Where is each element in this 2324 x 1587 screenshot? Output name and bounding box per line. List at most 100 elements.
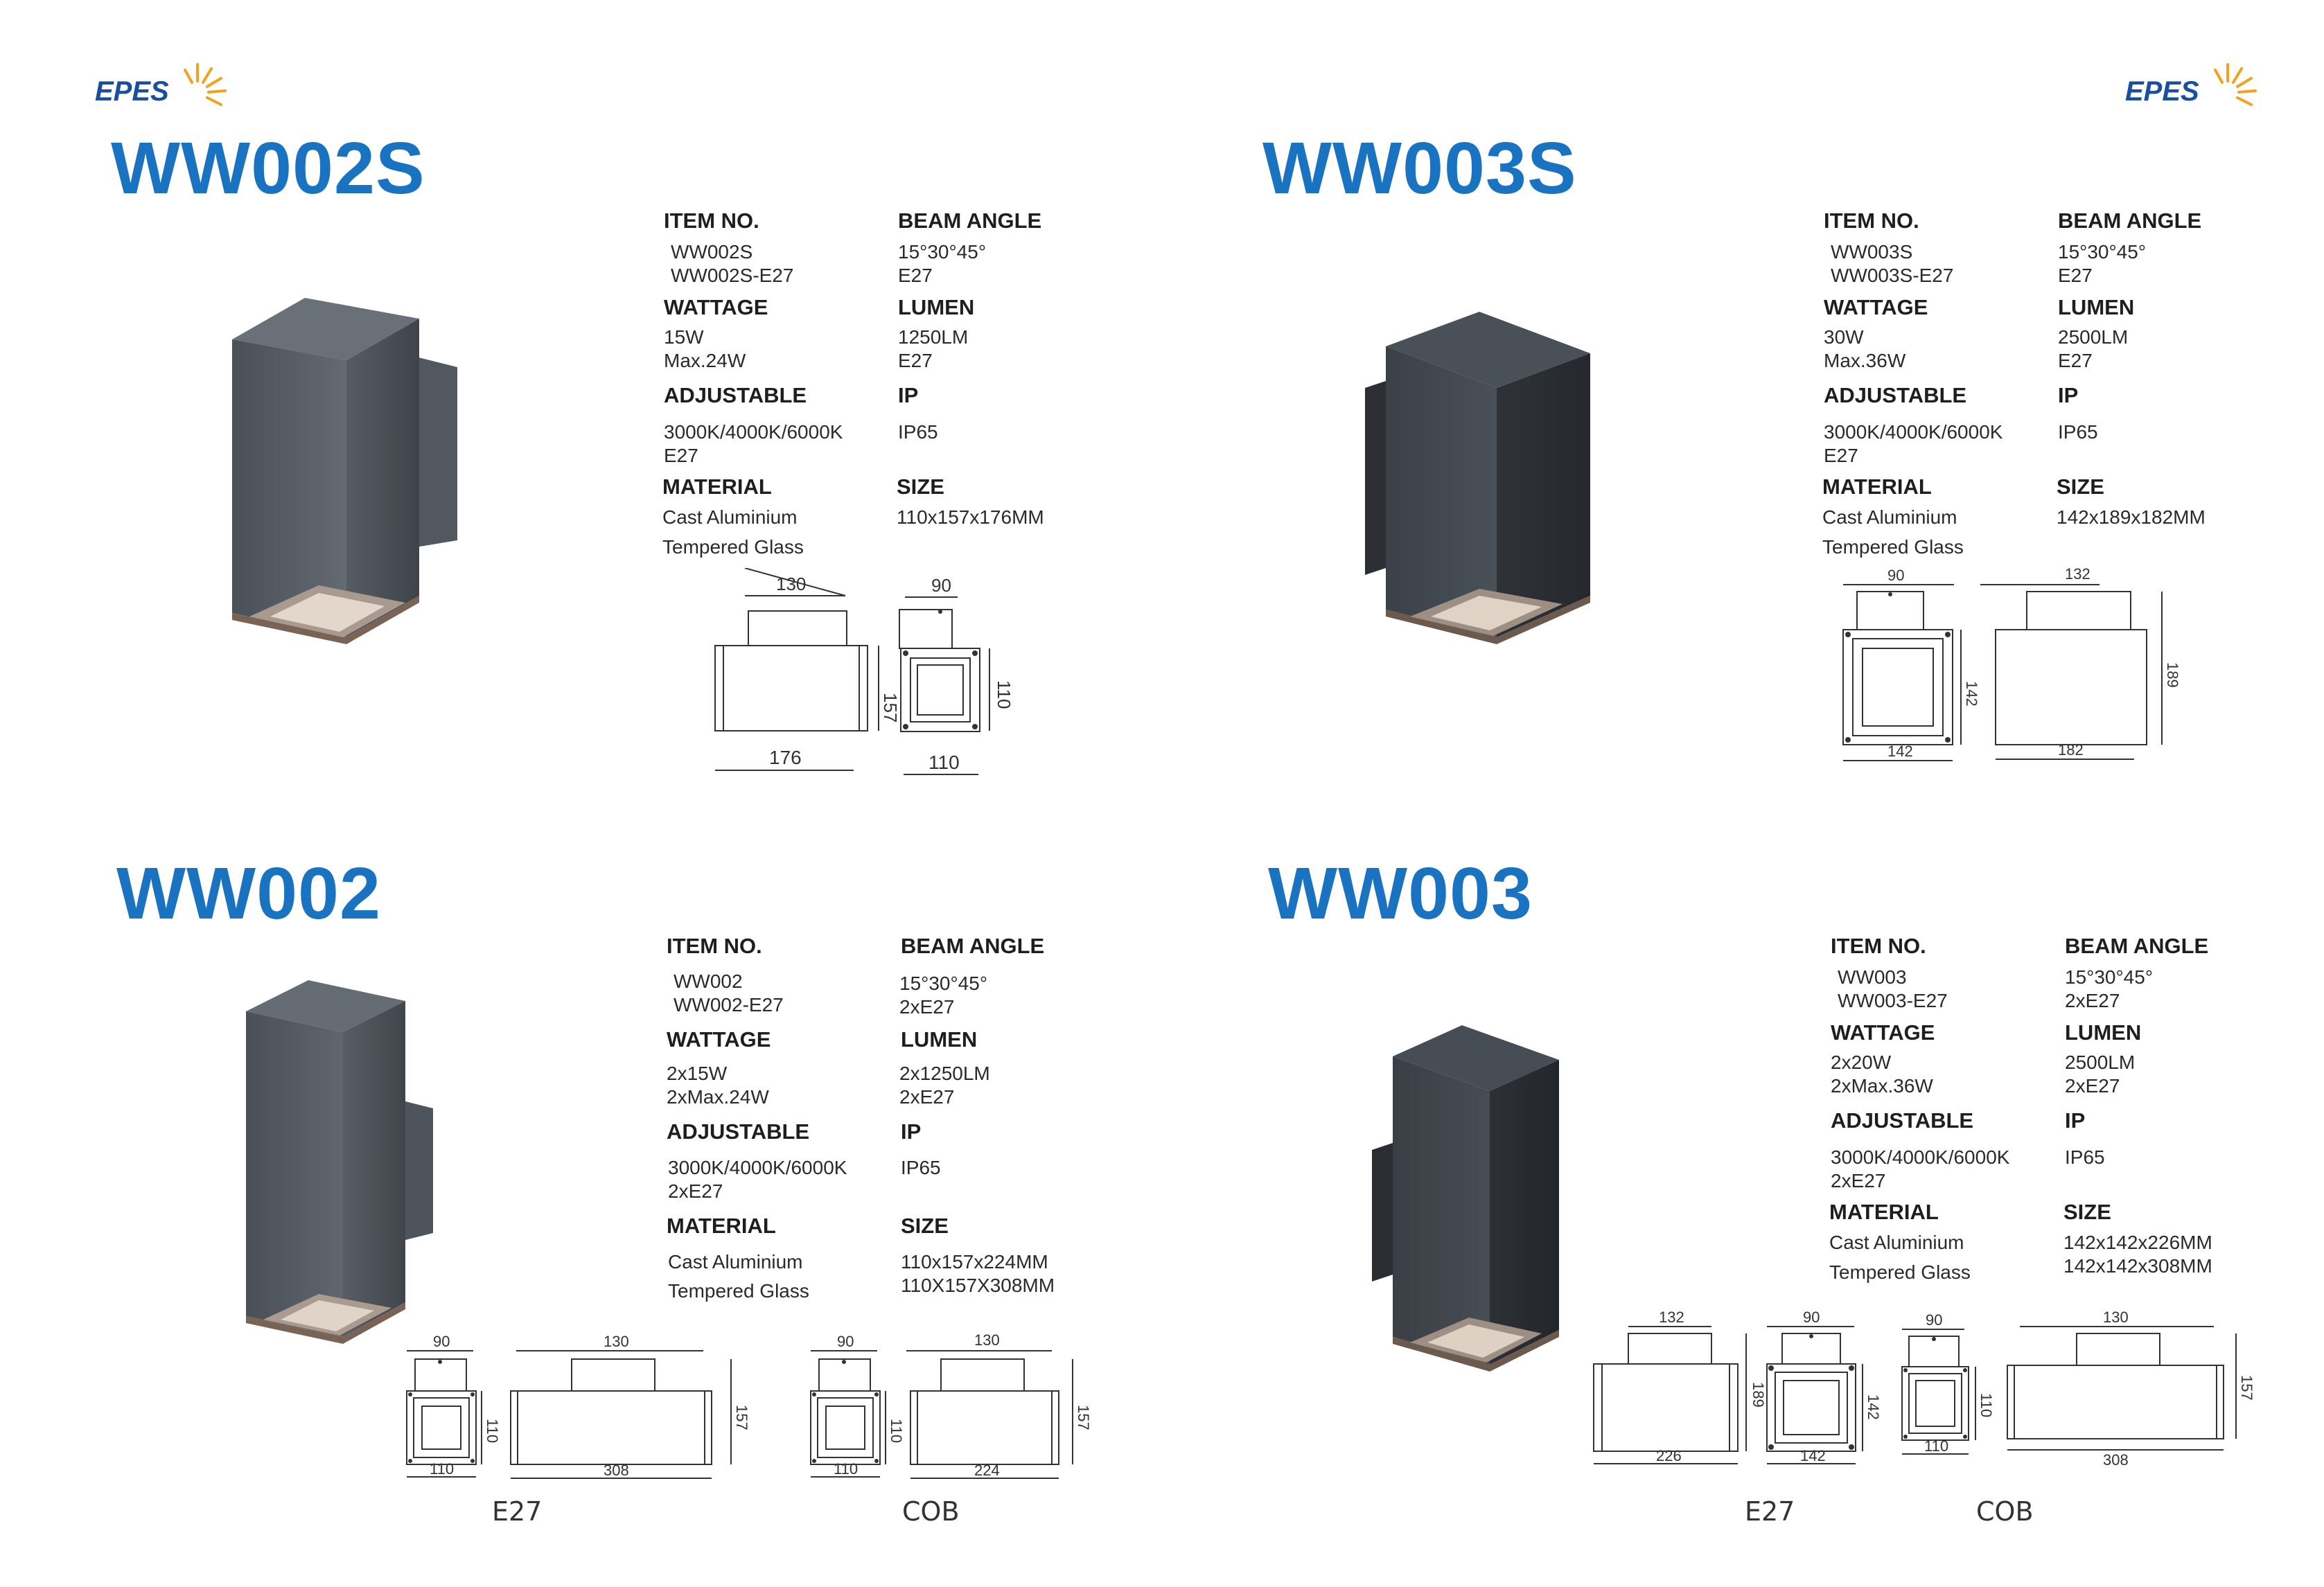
- beam-angle-value: E27: [898, 265, 933, 286]
- adjustable-value: 3000K/4000K/6000K: [1824, 421, 2003, 443]
- ip-value: IP65: [901, 1157, 941, 1178]
- ip-value: IP65: [2058, 421, 2098, 443]
- spec-table-ww002s: ITEM NO. WW002S WW002S-E27 BEAM ANGLE 15…: [662, 208, 1093, 568]
- adjustable-value: 3000K/4000K/6000K: [664, 421, 843, 443]
- dim-label: 130: [974, 1331, 1000, 1349]
- sun-rays-icon: [184, 63, 227, 106]
- dim-label: 142: [1800, 1447, 1826, 1464]
- dim-label: 90: [1926, 1311, 1942, 1329]
- item-no-label: ITEM NO.: [1824, 209, 1919, 233]
- dim-label: 132: [2065, 565, 2090, 583]
- material-value: Tempered Glass: [662, 536, 804, 558]
- beam-angle-value: 2xE27: [2065, 990, 2120, 1011]
- material-value: Cast Aluminium: [1829, 1232, 1964, 1253]
- spec-table-ww002: ITEM NO. WW002 WW002-E27 BEAM ANGLE 15°3…: [667, 933, 1096, 1321]
- size-value: 142x142x226MM: [2063, 1232, 2212, 1253]
- beam-angle-label: BEAM ANGLE: [2065, 934, 2209, 958]
- size-value: 110X157X308MM: [901, 1275, 1055, 1296]
- adjustable-value: 2xE27: [668, 1180, 723, 1202]
- dim-label: 182: [2058, 741, 2084, 759]
- beam-angle-label: BEAM ANGLE: [898, 209, 1042, 233]
- item-no-value: WW003S-E27: [1831, 265, 1954, 286]
- dim-label: 110: [1924, 1437, 1948, 1455]
- dim-label: 130: [604, 1333, 629, 1350]
- caption-e27: E27: [1745, 1496, 1795, 1527]
- spec-table-ww003: ITEM NO. WW003 WW003-E27 BEAM ANGLE 15°3…: [1829, 933, 2260, 1293]
- size-value: 110x157x224MM: [901, 1251, 1048, 1273]
- item-no-value: WW003S: [1831, 241, 1913, 263]
- item-no-label: ITEM NO.: [667, 934, 762, 958]
- dim-label: 189: [1750, 1382, 1767, 1408]
- adjustable-value: E27: [664, 445, 698, 466]
- material-value: Cast Aluminium: [1822, 506, 1957, 528]
- wattage-label: WATTAGE: [664, 295, 768, 319]
- lumen-value: 2500LM: [2058, 326, 2129, 348]
- material-label: MATERIAL: [667, 1214, 776, 1238]
- adjustable-value: E27: [1824, 445, 1858, 466]
- wattage-value: Max.24W: [664, 350, 746, 371]
- item-no-label: ITEM NO.: [1831, 934, 1926, 958]
- dimension-drawing-ww002-cob: 90 110 110 130 157 224: [810, 1331, 1092, 1479]
- lumen-value: 2xE27: [2065, 1075, 2120, 1097]
- lumen-value: 2500LM: [2065, 1052, 2136, 1073]
- dim-label: 90: [931, 575, 951, 596]
- ip-label: IP: [898, 383, 919, 407]
- beam-angle-value: 15°30°45°: [2065, 966, 2154, 988]
- size-value: 142x189x182MM: [2057, 506, 2206, 528]
- adjustable-label: ADJUSTABLE: [1831, 1108, 1974, 1133]
- wattage-label: WATTAGE: [1831, 1020, 1935, 1045]
- lumen-value: E27: [898, 350, 933, 371]
- material-label: MATERIAL: [1829, 1200, 1939, 1224]
- material-value: Tempered Glass: [1822, 536, 1964, 558]
- dim-label: 142: [1963, 681, 1980, 707]
- wattage-value: 2x15W: [667, 1063, 728, 1084]
- caption-cob: COB: [1976, 1496, 2034, 1527]
- dim-label: 90: [1803, 1309, 1820, 1326]
- wattage-value: Max.36W: [1824, 350, 1906, 371]
- ip-label: IP: [901, 1119, 922, 1144]
- adjustable-value: 3000K/4000K/6000K: [668, 1157, 847, 1178]
- beam-angle-label: BEAM ANGLE: [901, 934, 1045, 958]
- ip-label: IP: [2065, 1108, 2086, 1133]
- beam-angle-value: E27: [2058, 265, 2093, 286]
- lumen-label: LUMEN: [901, 1027, 978, 1052]
- adjustable-value: 2xE27: [1831, 1170, 1886, 1191]
- adjustable-label: ADJUSTABLE: [664, 383, 807, 407]
- material-label: MATERIAL: [1822, 475, 1932, 499]
- ip-value: IP65: [898, 421, 938, 443]
- dimension-drawing-ww003-e27: 132 189 226 90 142 142: [1593, 1309, 1882, 1464]
- dim-label: 189: [2164, 662, 2181, 688]
- product-image-ww003s: [1365, 312, 1590, 644]
- lumen-value: 2xE27: [899, 1086, 955, 1108]
- material-value: Tempered Glass: [1829, 1261, 1971, 1283]
- dim-label: 157: [880, 693, 901, 722]
- dim-label: 142: [1865, 1394, 1882, 1420]
- size-label: SIZE: [2057, 475, 2104, 499]
- lumen-value: 1250LM: [898, 326, 969, 348]
- wattage-value: 15W: [664, 326, 704, 348]
- wattage-value: 2xMax.36W: [1831, 1075, 1933, 1097]
- item-no-value: WW002-E27: [674, 994, 784, 1016]
- wattage-label: WATTAGE: [1824, 295, 1928, 319]
- beam-angle-value: 15°30°45°: [2058, 241, 2147, 263]
- material-value: Cast Aluminium: [668, 1251, 803, 1273]
- dim-label: 110: [928, 752, 960, 773]
- dimension-drawing-ww002s: 130 157 176 90 110 110: [714, 568, 1014, 775]
- adjustable-value: 3000K/4000K/6000K: [1831, 1146, 2010, 1168]
- beam-angle-value: 15°30°45°: [898, 241, 987, 263]
- dim-label: 110: [484, 1419, 501, 1443]
- product-image-ww002s: [232, 298, 457, 644]
- dim-label: 90: [837, 1333, 854, 1350]
- dim-label: 308: [604, 1462, 629, 1479]
- epes-logo-left: EPES: [95, 63, 227, 107]
- sun-rays-icon: [2214, 63, 2257, 106]
- dim-label: 110: [834, 1460, 858, 1478]
- product-image-ww003: [1372, 1025, 1559, 1372]
- logo-text: EPES: [95, 76, 169, 107]
- lumen-value: 2x1250LM: [899, 1063, 990, 1084]
- item-no-value: WW002S-E27: [671, 265, 794, 286]
- beam-angle-value: 15°30°45°: [899, 973, 988, 994]
- product-image-ww002: [246, 980, 433, 1344]
- lumen-label: LUMEN: [2065, 1020, 2142, 1045]
- adjustable-label: ADJUSTABLE: [1824, 383, 1967, 407]
